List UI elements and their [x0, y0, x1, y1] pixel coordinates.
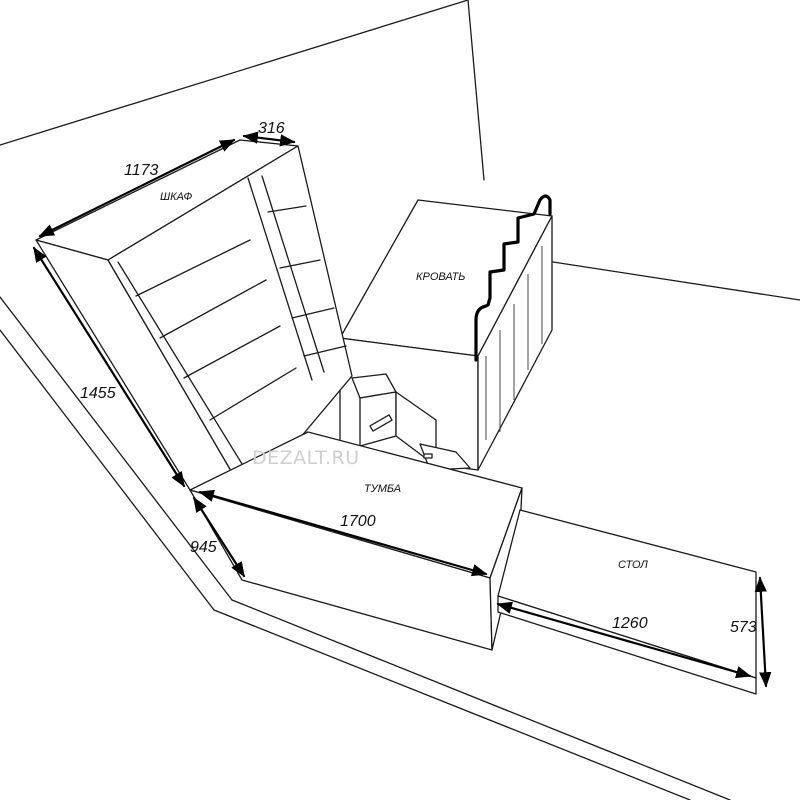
part-label-wardrobe: ШКАФ [160, 191, 192, 203]
shelf [183, 325, 281, 379]
shelf [279, 259, 321, 269]
dim-label-cabinet-length: 1700 [340, 513, 376, 530]
wardrobe-divider-back [261, 175, 325, 373]
dim-label-cabinet-depth: 945 [190, 539, 217, 556]
dimension-lines [32, 131, 772, 688]
dim-label-desk-length: 1260 [612, 615, 648, 632]
dim-label-wardrobe-height: 1455 [80, 385, 116, 402]
watermark: DEZALT.RU [252, 447, 360, 469]
part-label-desk: СТОЛ [618, 559, 648, 571]
floor-edge-front [231, 599, 731, 800]
dim-line-wardrobe-height [32, 246, 186, 488]
wall-corner-line [467, 0, 485, 181]
dim-line-cabinet-length [198, 489, 488, 577]
text-labels: 1173 316 1455 945 1700 1260 573 ШКАФ КРО… [80, 120, 757, 636]
dim-line-desk-depth [754, 576, 772, 688]
dim-line-wardrobe-depth [242, 131, 296, 147]
part-label-bed: КРОВАТЬ [416, 271, 465, 283]
shelf [291, 307, 335, 319]
wardrobe-divider [247, 177, 313, 381]
dim-label-wardrobe-width: 1173 [124, 162, 159, 179]
bed-side-panel [477, 215, 553, 471]
shelf [267, 205, 307, 213]
drawer-handle [369, 414, 393, 432]
lower-step-top [419, 443, 471, 471]
baseboard-line-front [213, 609, 691, 800]
part-label-cabinet: ТУМБА [364, 483, 401, 495]
dim-line-wardrobe-width [38, 138, 236, 238]
shelf [303, 345, 347, 357]
wall-floor-edge-right [552, 261, 800, 301]
ceiling-edge-left [0, 0, 469, 146]
bed-guard-rail [474, 194, 552, 362]
dim-line-desk-length [496, 601, 752, 679]
dim-label-wardrobe-depth: 316 [258, 120, 285, 137]
drawer-handle [423, 453, 433, 459]
shelf [209, 367, 297, 421]
dim-label-desk-depth: 573 [730, 619, 757, 636]
stair-steps [351, 373, 471, 471]
